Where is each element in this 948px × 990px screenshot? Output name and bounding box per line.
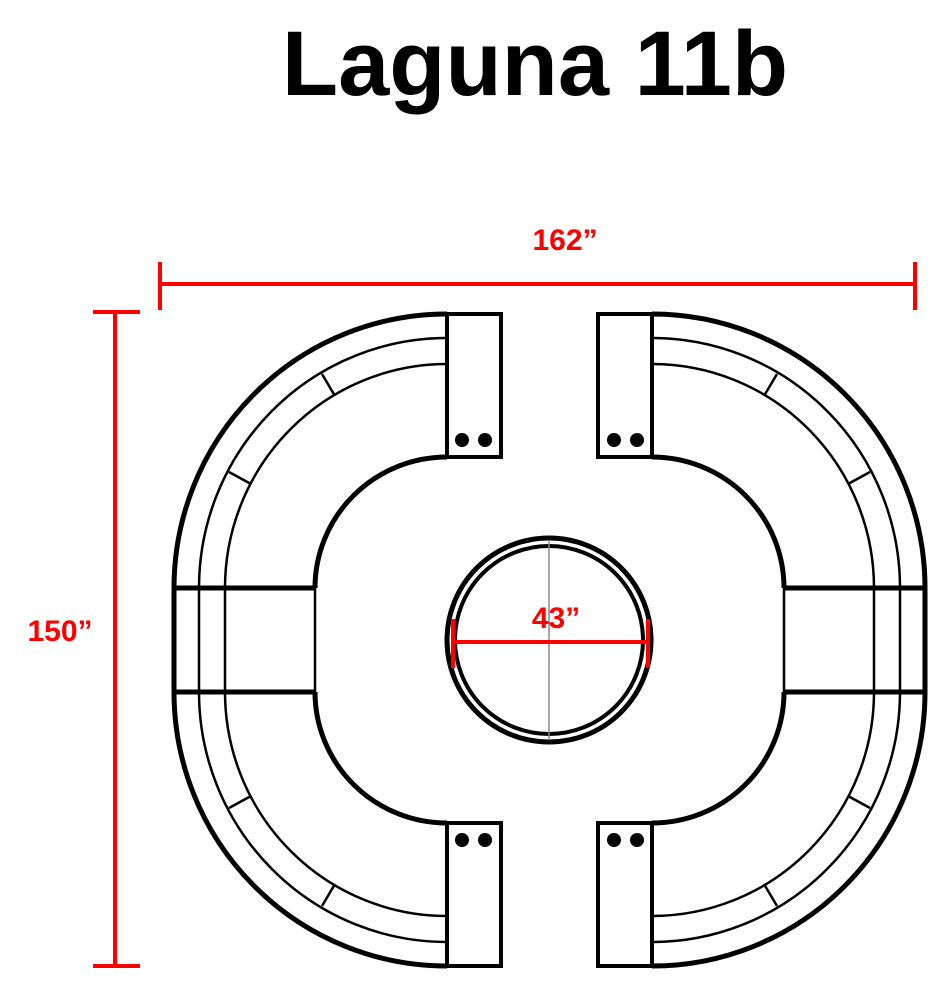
armless-section-left: [174, 588, 315, 692]
diagram-title: Laguna 11b: [282, 13, 788, 115]
width-label: 162”: [532, 224, 597, 257]
width-dimension: 162”: [158, 224, 917, 310]
table-diameter-dimension: 43”: [451, 602, 650, 668]
sofa-section-top-right: [598, 314, 925, 588]
depth-dimension: 150”: [27, 310, 140, 968]
table-diameter-label: 43”: [532, 602, 580, 635]
depth-label: 150”: [27, 615, 92, 648]
sofa-section-bottom-left: [174, 692, 501, 966]
sofa-section-top-left: [174, 314, 501, 588]
sofa-section-bottom-right: [598, 692, 925, 966]
armless-section-right: [784, 588, 925, 692]
